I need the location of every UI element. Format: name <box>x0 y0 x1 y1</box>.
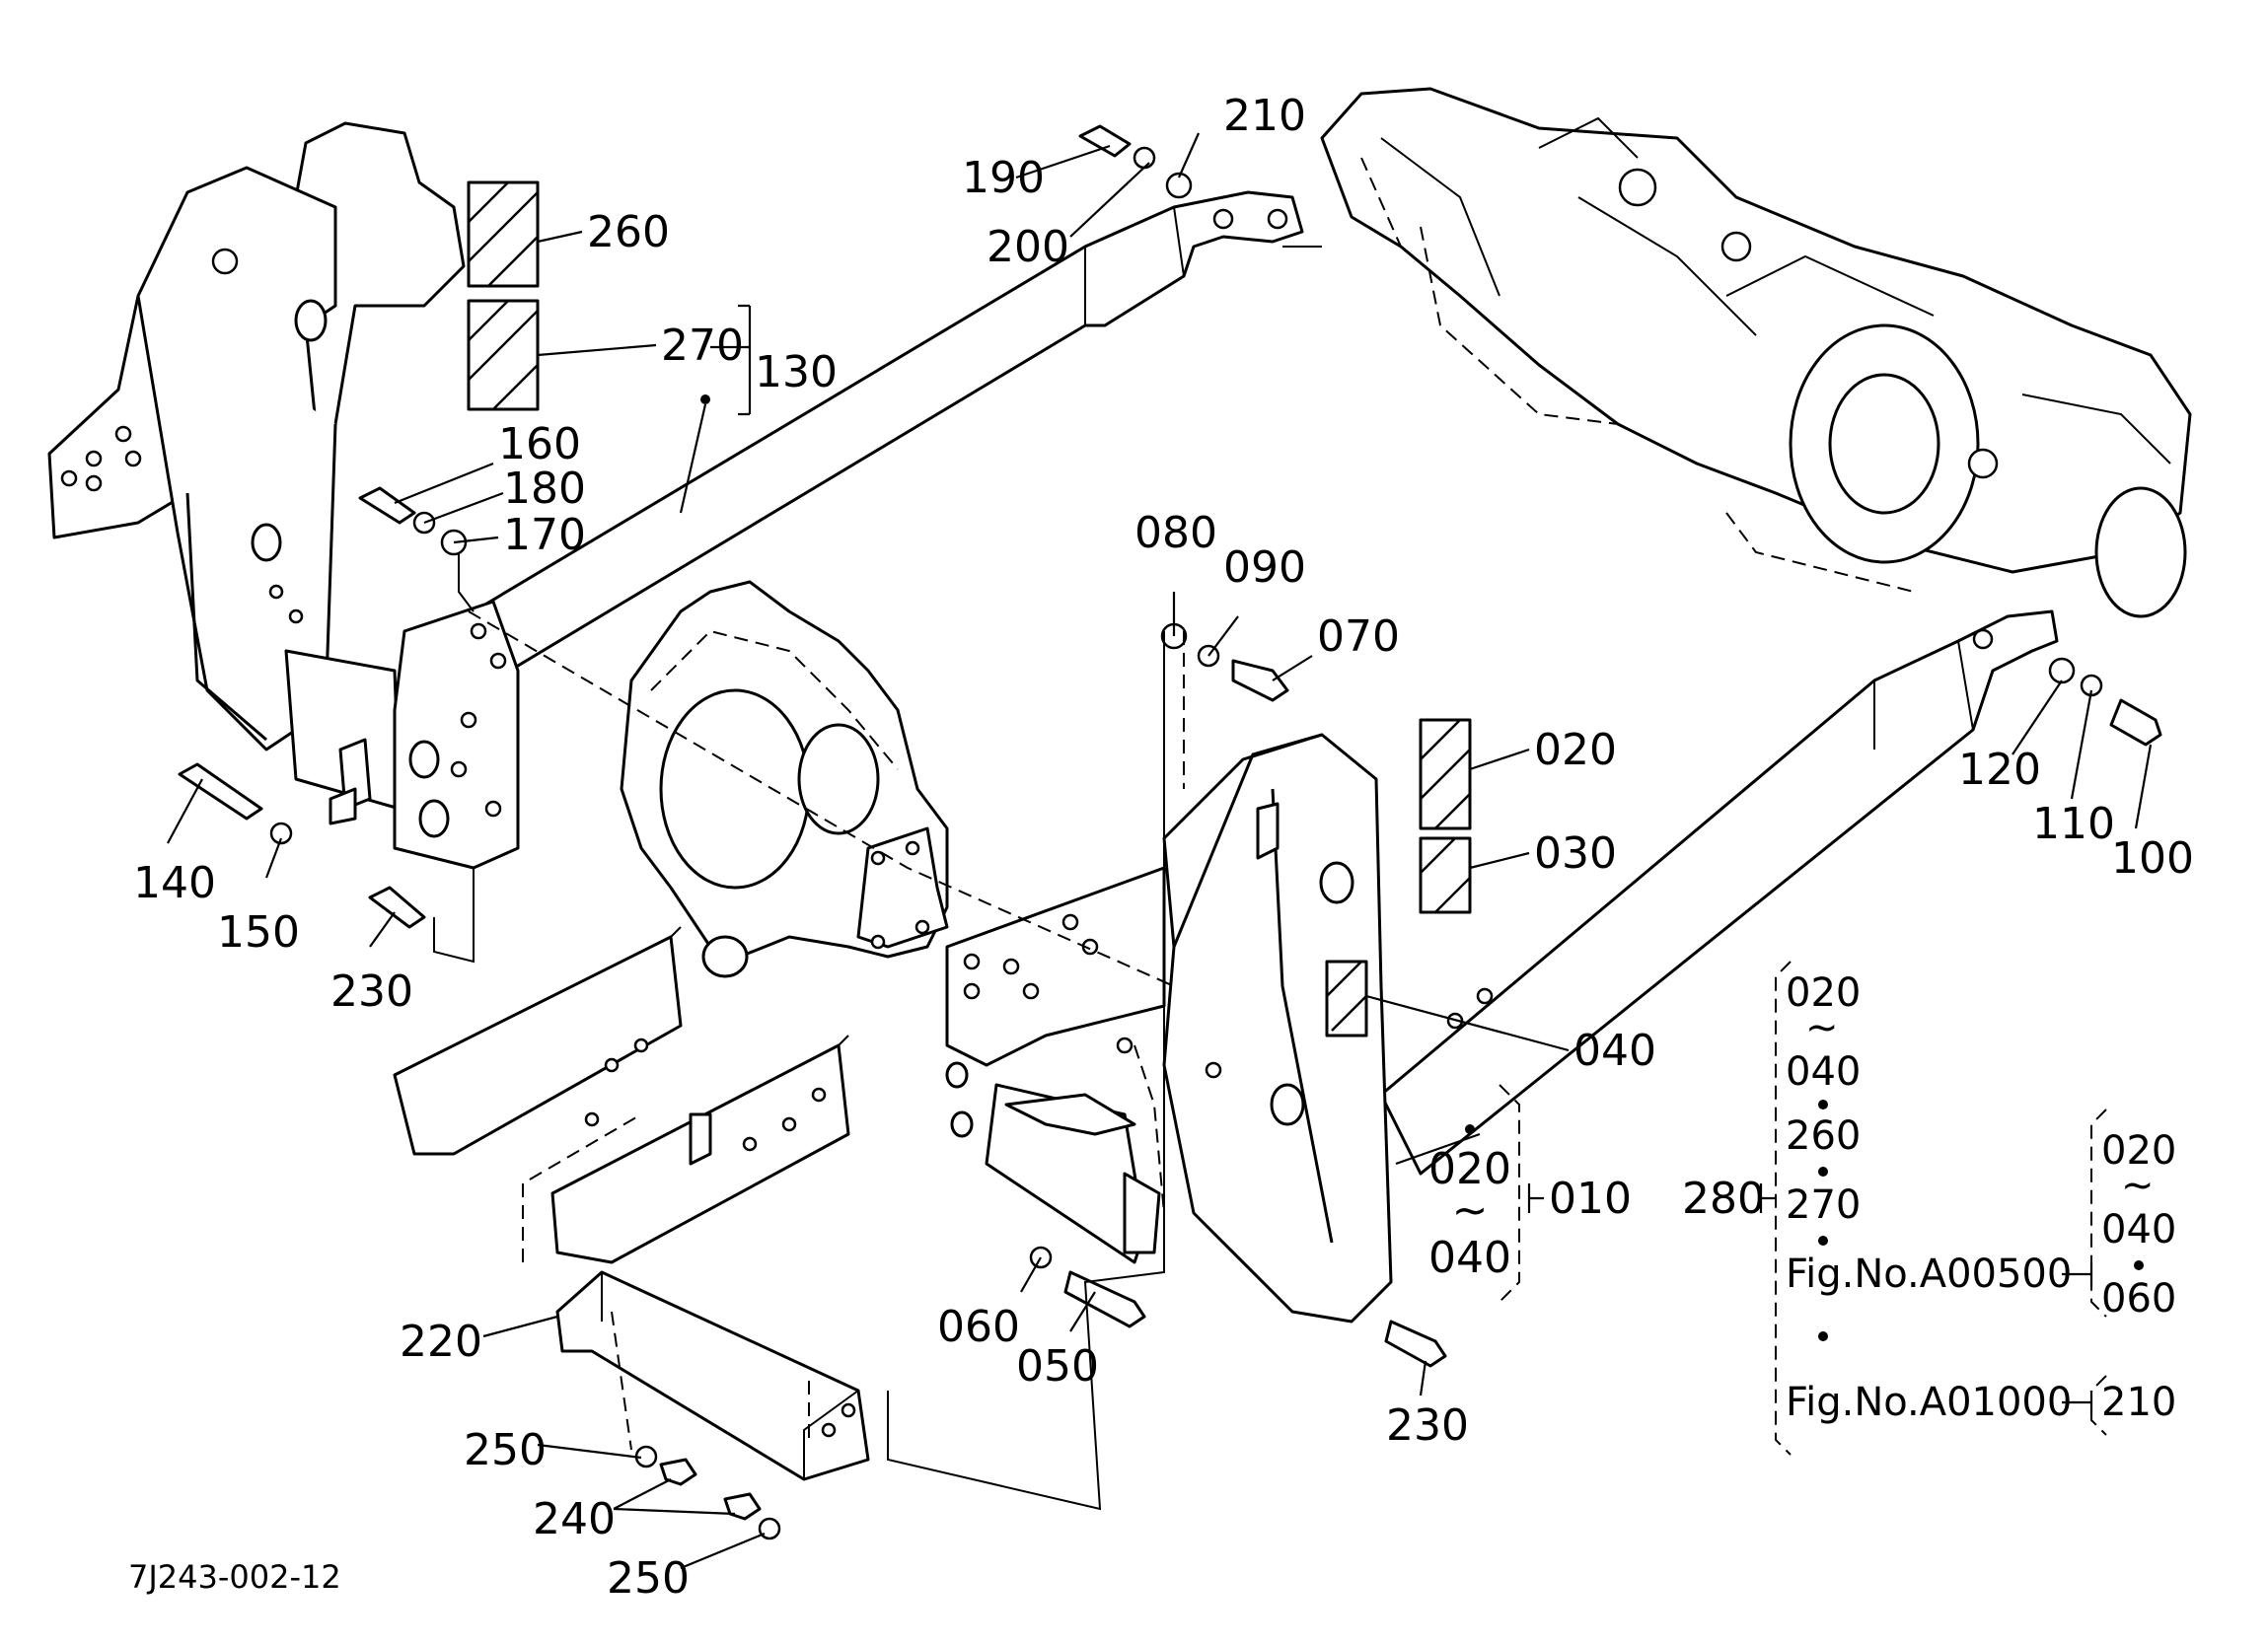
callout-020-group: 020 <box>1428 1144 1511 1194</box>
callout-140: 140 <box>133 858 216 908</box>
bullet-130 <box>700 394 710 404</box>
kit-right-item-060: 060 <box>2101 1276 2176 1322</box>
kit-280-item-260: 260 <box>1786 1113 1861 1159</box>
callout-230-left: 230 <box>330 966 413 1017</box>
callout-010: 010 <box>1549 1174 1632 1224</box>
brace-220 <box>555 1270 870 1481</box>
callout-130: 130 <box>755 347 838 397</box>
callout-040-group: 040 <box>1428 1233 1511 1283</box>
right-bracket-assembly <box>945 733 1393 1324</box>
callout-120: 120 <box>1958 745 2041 795</box>
callout-210: 210 <box>1223 91 1306 141</box>
transmission-assembly <box>1320 87 2192 618</box>
callout-270: 270 <box>661 321 744 371</box>
callout-160: 160 <box>498 419 581 469</box>
callout-260: 260 <box>587 207 670 257</box>
callout-050: 050 <box>1016 1341 1099 1392</box>
callout-060: 060 <box>937 1302 1020 1352</box>
callout-030: 030 <box>1534 828 1617 879</box>
kit-280-fig-a00500: Fig.No.A00500 <box>1786 1252 2072 1297</box>
kit-right-item-020: 020 <box>2101 1128 2176 1174</box>
callout-190: 190 <box>962 153 1045 203</box>
drawing-reference: 7J243-002-12 <box>128 1558 341 1596</box>
kit-right-item-040: 040 <box>2101 1207 2176 1252</box>
callout-020: 020 <box>1534 725 1617 775</box>
assembly-lines <box>394 246 1915 1511</box>
callout-220: 220 <box>400 1317 482 1367</box>
frame-channels <box>393 926 850 1264</box>
callout-250-lower: 250 <box>607 1553 690 1604</box>
callout-230-right: 230 <box>1386 1400 1469 1451</box>
kit-280-item-270: 270 <box>1786 1182 1861 1228</box>
kit-280-notation: 280 020 ~ 040 260 270 Fig.No.A00500 Fig.… <box>1682 961 2093 1456</box>
kit-right-tilde: ~ <box>2121 1163 2155 1208</box>
callout-100: 100 <box>2111 833 2194 884</box>
rail-lower <box>1379 609 2059 1176</box>
callout-250-upper: 250 <box>464 1425 547 1475</box>
callout-170: 170 <box>503 510 586 560</box>
callout-090: 090 <box>1223 542 1306 593</box>
kit-right-item-210: 210 <box>2101 1380 2176 1425</box>
callout-180: 180 <box>503 464 586 514</box>
callout-110: 110 <box>2032 799 2115 849</box>
callout-labels: 210 190 200 260 270 130 160 180 170 140 … <box>133 91 2194 1604</box>
kit-280-item-020: 020 <box>1786 970 1861 1016</box>
leaders <box>167 132 2153 1570</box>
kit-280-item-040: 040 <box>1786 1049 1861 1095</box>
kit-280-number: 280 <box>1682 1174 1765 1224</box>
rail-frame-130 <box>472 190 1304 682</box>
kit-right-notation: 020 ~ 040 060 210 <box>2090 1109 2176 1436</box>
kit-280-fig-a01000: Fig.No.A01000 <box>1786 1380 2072 1425</box>
kit-280-tilde: ~ <box>1805 1005 1839 1050</box>
callout-070: 070 <box>1317 611 1400 662</box>
callout-240: 240 <box>533 1494 616 1544</box>
callout-080: 080 <box>1134 508 1217 558</box>
left-bracket-assembly <box>47 121 520 870</box>
callout-150: 150 <box>217 907 300 958</box>
callout-200: 200 <box>987 222 1069 272</box>
callout-040: 040 <box>1573 1026 1656 1076</box>
tilde-mark: ~ <box>1452 1185 1489 1236</box>
group-brackets: 020 ~ 040 010 <box>1428 1084 1632 1303</box>
clutch-housing <box>620 580 949 978</box>
